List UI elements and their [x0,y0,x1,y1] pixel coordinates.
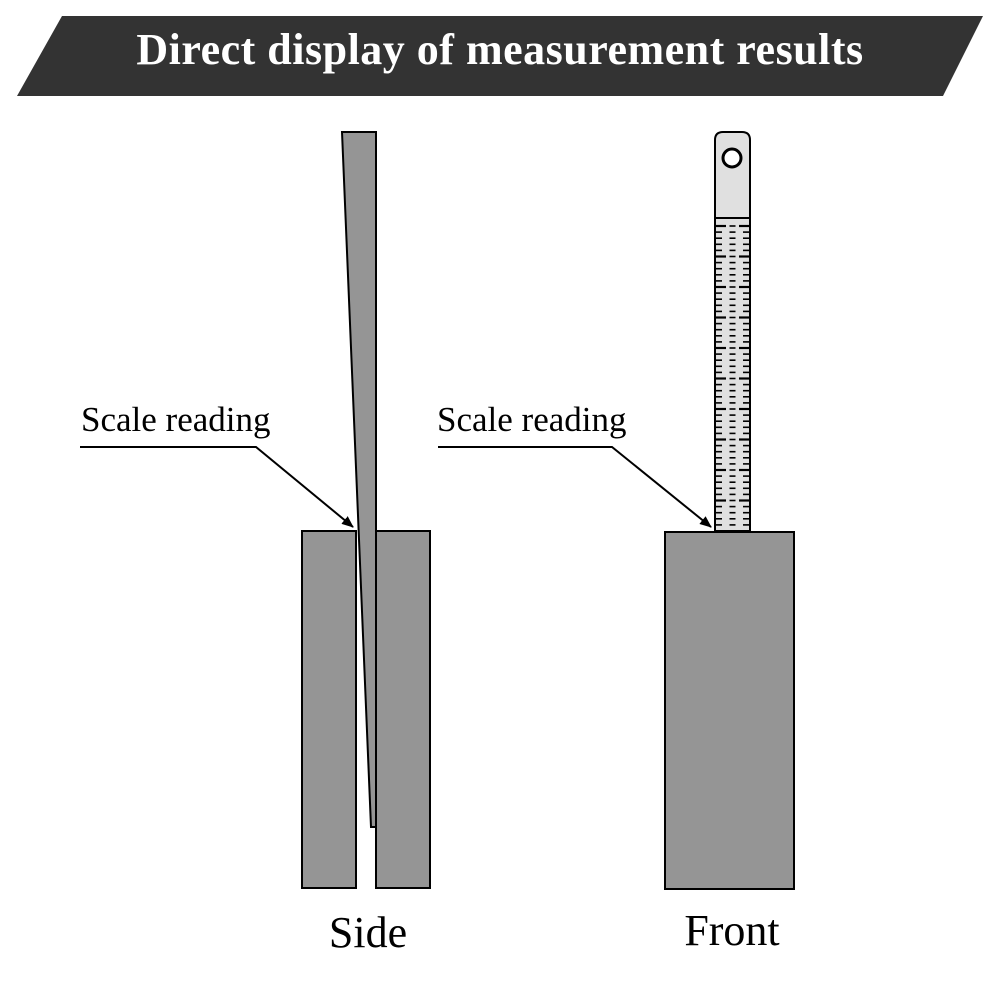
front-gauge-hole [721,147,743,169]
front-scale-reading-label: Scale reading [437,400,627,439]
front-scale-ticks [715,224,750,526]
title-banner [17,16,983,96]
front-view [438,131,795,890]
side-left-block [301,530,357,889]
front-gauge-strip [714,131,751,532]
side-view [80,131,431,889]
front-view-label: Front [684,906,780,955]
side-right-block [375,530,431,889]
front-block [664,531,795,890]
front-callout-leader [438,446,712,528]
side-taper-gauge [340,131,377,828]
page-title: Direct display of measurement results [136,25,864,74]
side-callout-leader [80,446,354,528]
side-scale-reading-label: Scale reading [81,400,271,439]
side-view-label: Side [328,908,408,957]
